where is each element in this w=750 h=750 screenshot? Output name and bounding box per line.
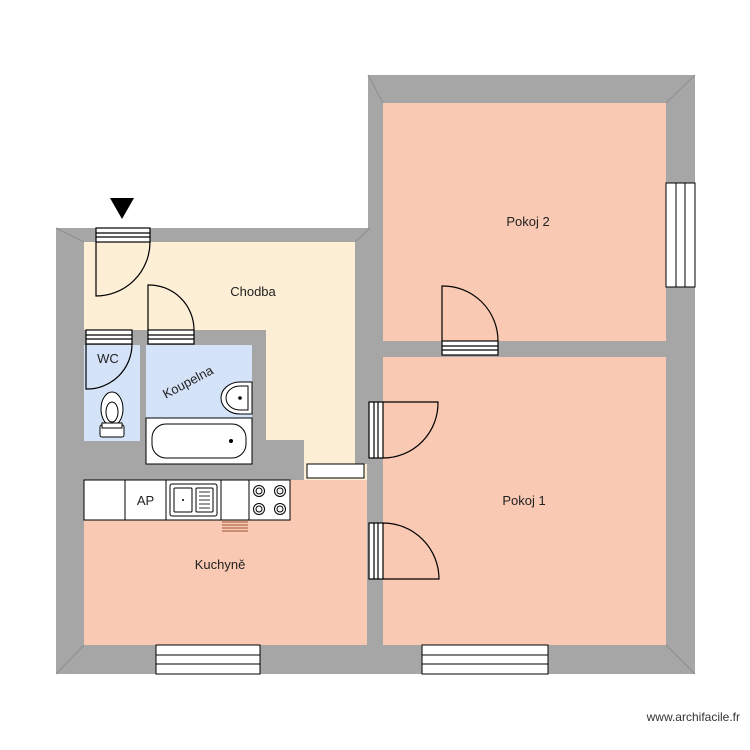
counter-cabinet-2 [220, 479, 250, 521]
door-wc [85, 329, 133, 390]
room-pokoj-2 [383, 103, 666, 341]
toilet-icon [99, 391, 125, 438]
corner-line [354, 227, 371, 243]
label-pokoj2: Pokoj 2 [506, 214, 549, 229]
door-koupelna [147, 284, 195, 345]
door-pokoj1-upper [368, 401, 439, 459]
windows [155, 182, 696, 675]
label-chodba: Chodba [230, 284, 276, 299]
counter-cabinet [83, 479, 126, 521]
corner-line [665, 644, 696, 675]
radiator-icon [222, 521, 248, 532]
room-pokoj-1 [383, 357, 666, 645]
corner-line [55, 227, 85, 243]
door-pokoj2 [441, 285, 499, 356]
doors [85, 227, 499, 580]
stove-icon [248, 479, 291, 521]
entrance-arrow-icon [110, 198, 134, 219]
fixtures [99, 381, 253, 465]
wall-corners [55, 74, 696, 675]
door-entrance [95, 227, 151, 297]
corner-line [55, 644, 85, 675]
kitchen-counter: AP [83, 479, 291, 532]
window-pokoj2 [665, 182, 696, 288]
door-pokoj1-lower [368, 522, 440, 580]
corner-line [367, 74, 384, 104]
label-wc: WC [97, 351, 119, 366]
room-chodba [84, 242, 355, 464]
kitchen-sink-icon [165, 479, 222, 521]
window-kuchyne [155, 644, 261, 675]
credit-text: www.archifacile.fr [646, 710, 740, 724]
window-pokoj1 [421, 644, 549, 675]
bathtub-icon [145, 417, 253, 465]
counter-ap [124, 479, 167, 521]
corner-line [665, 74, 696, 104]
label-pokoj1: Pokoj 1 [502, 493, 545, 508]
sink-icon [220, 381, 253, 415]
label-kuchyne: Kuchyně [195, 557, 246, 572]
ap-label: AP [137, 493, 154, 508]
window-chodba [306, 463, 365, 479]
